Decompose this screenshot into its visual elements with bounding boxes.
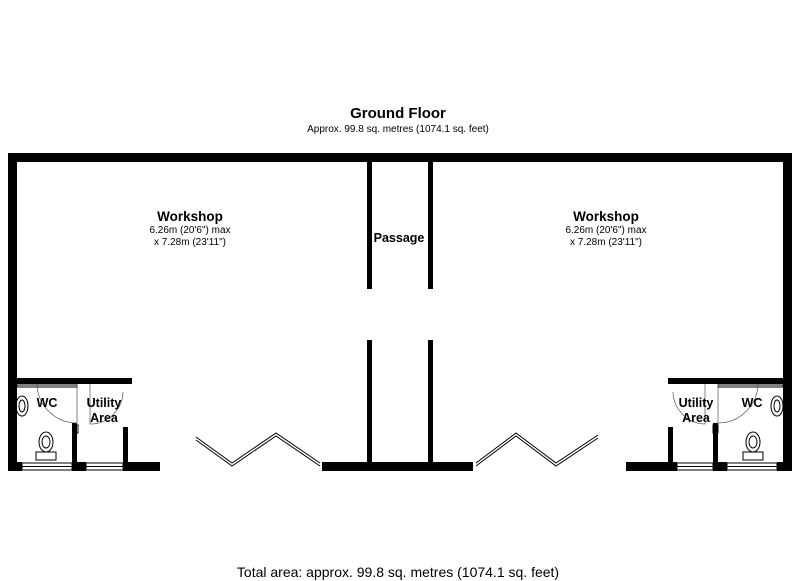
bifold-door-right xyxy=(475,432,599,467)
room-utility-right-line2: Area xyxy=(682,411,711,425)
toilet-icon xyxy=(35,431,57,461)
room-utility-left-line2: Area xyxy=(90,411,119,425)
bottom-wall-segment xyxy=(8,462,22,471)
right-wc-utility-block xyxy=(668,378,784,462)
room-workshop-left: Workshop 6.26m (20'6") max x 7.28m (23'1… xyxy=(149,209,230,248)
left-wc-utility-block xyxy=(15,378,132,462)
door-swing xyxy=(36,383,78,424)
bottom-wall-segment xyxy=(777,462,792,471)
door-swing xyxy=(672,384,706,425)
right-wall xyxy=(783,153,792,471)
sink-icon xyxy=(15,395,29,417)
room-workshop-right: Workshop 6.26m (20'6") max x 7.28m (23'1… xyxy=(565,209,646,248)
room-utility-left-line1: Utility xyxy=(87,396,122,410)
left-wall xyxy=(8,153,17,471)
room-utility-right-line1: Utility xyxy=(679,396,714,410)
floor-subtitle: Approx. 99.8 sq. metres (1074.1 sq. feet… xyxy=(307,124,489,135)
bottom-wall-segment xyxy=(713,462,727,471)
bottom-wall-segment xyxy=(72,462,86,471)
door-swing xyxy=(717,383,759,424)
bottom-wall-segment xyxy=(626,462,677,471)
total-area: Total area: approx. 99.8 sq. metres (107… xyxy=(237,564,559,580)
room-wc-right: WC xyxy=(742,396,763,410)
room-name: Workshop xyxy=(157,209,223,224)
outer-walls xyxy=(8,153,792,471)
room-dimension: x 7.28m (23'11") xyxy=(570,237,642,248)
room-dimension: 6.26m (20'6") max xyxy=(149,225,230,236)
door-swing xyxy=(89,384,124,425)
sink-icon xyxy=(770,395,784,417)
passage-walls xyxy=(367,162,433,462)
floor-title: Ground Floor xyxy=(350,105,446,122)
fixture-icon xyxy=(712,424,719,434)
room-name: Workshop xyxy=(573,209,639,224)
room-dimension: 6.26m (20'6") max xyxy=(565,225,646,236)
windows xyxy=(21,462,778,471)
toilet-icon xyxy=(742,431,764,461)
room-passage: Passage xyxy=(374,231,425,245)
bifold-door-left xyxy=(195,432,321,467)
bottom-wall-segment xyxy=(123,462,160,471)
room-wc-left: WC xyxy=(37,396,58,410)
fixture-icon xyxy=(72,424,79,434)
bottom-wall-segment xyxy=(322,462,473,471)
top-wall xyxy=(8,153,792,162)
room-dimension: x 7.28m (23'11") xyxy=(154,237,226,248)
